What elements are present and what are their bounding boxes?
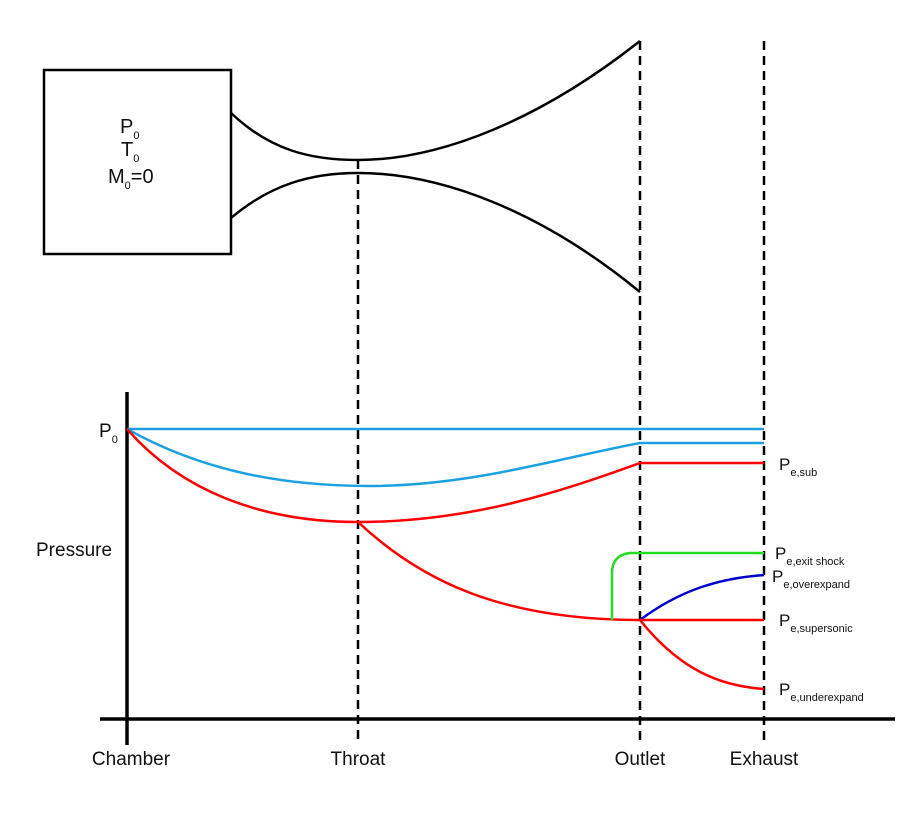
chamber-pressure-label: P0 bbox=[120, 116, 139, 142]
combustion-chamber bbox=[42, 68, 233, 256]
pressure-curves bbox=[126, 427, 765, 691]
curve-overexpand bbox=[639, 573, 765, 622]
label-pe-exit-shock: Pe,exit shock bbox=[775, 544, 845, 568]
axes bbox=[100, 392, 895, 745]
station-label-throat: Throat bbox=[331, 749, 387, 770]
station-label-exhaust: Exhaust bbox=[730, 749, 799, 770]
nozzle-lower-wall bbox=[230, 171, 641, 293]
p0-axis-label: P0 bbox=[99, 421, 118, 446]
curve-supersonic-branch bbox=[357, 521, 641, 622]
y-axis-label: Pressure bbox=[36, 540, 112, 561]
curve-subsonic-light bbox=[126, 427, 764, 488]
curve-exit-shock bbox=[610, 551, 764, 620]
station-label-outlet: Outlet bbox=[615, 749, 666, 770]
chamber-mach-label: M0=0 bbox=[108, 166, 154, 192]
label-pe-underexpand: Pe,underexpand bbox=[779, 680, 864, 704]
curve-underexpand bbox=[639, 619, 765, 691]
label-pe-sub: Pe,sub bbox=[779, 455, 817, 479]
nozzle-schematic: P0 T0 M0=0 bbox=[42, 40, 641, 293]
label-pe-overexpand: Pe,overexpand bbox=[772, 567, 850, 591]
chamber-temperature-label: T0 bbox=[121, 139, 139, 165]
station-lines bbox=[356, 41, 766, 745]
label-pe-supersonic: Pe,supersonic bbox=[779, 611, 853, 635]
nozzle-upper-wall bbox=[230, 40, 641, 162]
station-label-chamber: Chamber bbox=[92, 749, 171, 770]
